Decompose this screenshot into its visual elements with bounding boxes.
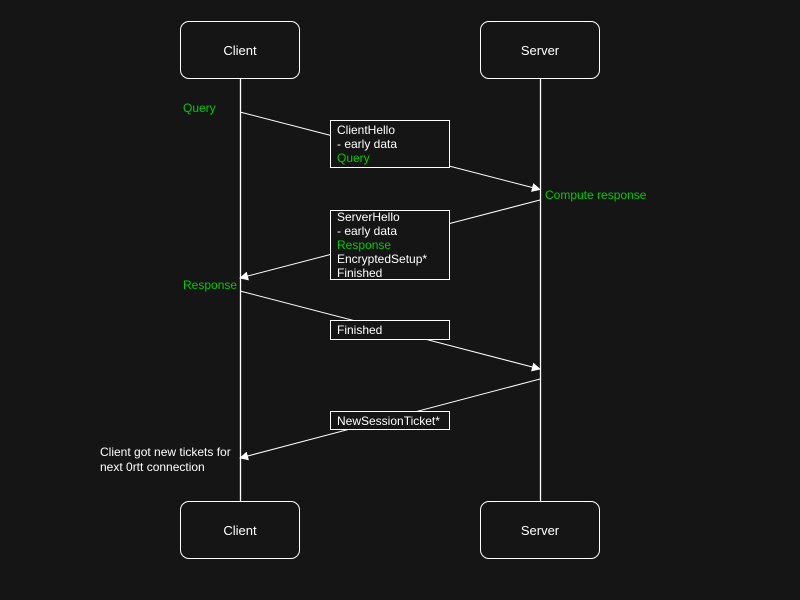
- actor-label-client-top: Client: [223, 42, 257, 58]
- actor-label-server-top: Server: [520, 42, 560, 58]
- message-line: - early data: [337, 224, 398, 238]
- actor-box-client-bottom: Client: [180, 501, 300, 559]
- actor-label-server-bottom: Server: [520, 522, 560, 538]
- message-box-serverhello: ServerHello - early data Response Encryp…: [330, 210, 450, 280]
- message-box-clienthello: ClientHello - early data Query: [330, 120, 450, 168]
- annotation-line-1: Client got new tickets for: [100, 445, 231, 459]
- message-line-response: Response: [337, 238, 392, 252]
- actor-label-client-bottom: Client: [223, 522, 257, 538]
- message-line: ServerHello: [337, 210, 400, 224]
- message-box-finished: Finished: [330, 320, 450, 340]
- message-line: - early data: [337, 137, 398, 151]
- message-line: NewSessionTicket*: [337, 413, 440, 428]
- message-line: ClientHello: [337, 123, 396, 137]
- label-compute-response: Compute response: [545, 188, 647, 202]
- message-line: Finished: [337, 266, 383, 280]
- message-line-query: Query: [337, 151, 370, 165]
- label-query: Query: [183, 101, 216, 115]
- actor-box-server-bottom: Server: [480, 501, 600, 559]
- message-box-newsessionticket: NewSessionTicket*: [330, 411, 450, 430]
- label-response: Response: [183, 278, 238, 292]
- message-line: EncryptedSetup*: [337, 252, 428, 266]
- actor-box-server-top: Server: [480, 21, 600, 79]
- message-line: Finished: [337, 323, 383, 337]
- annotation-line-2: next 0rtt connection: [100, 459, 205, 474]
- actor-box-client-top: Client: [180, 21, 300, 79]
- annotation-new-tickets: Client got new tickets for next 0rtt con…: [100, 445, 231, 474]
